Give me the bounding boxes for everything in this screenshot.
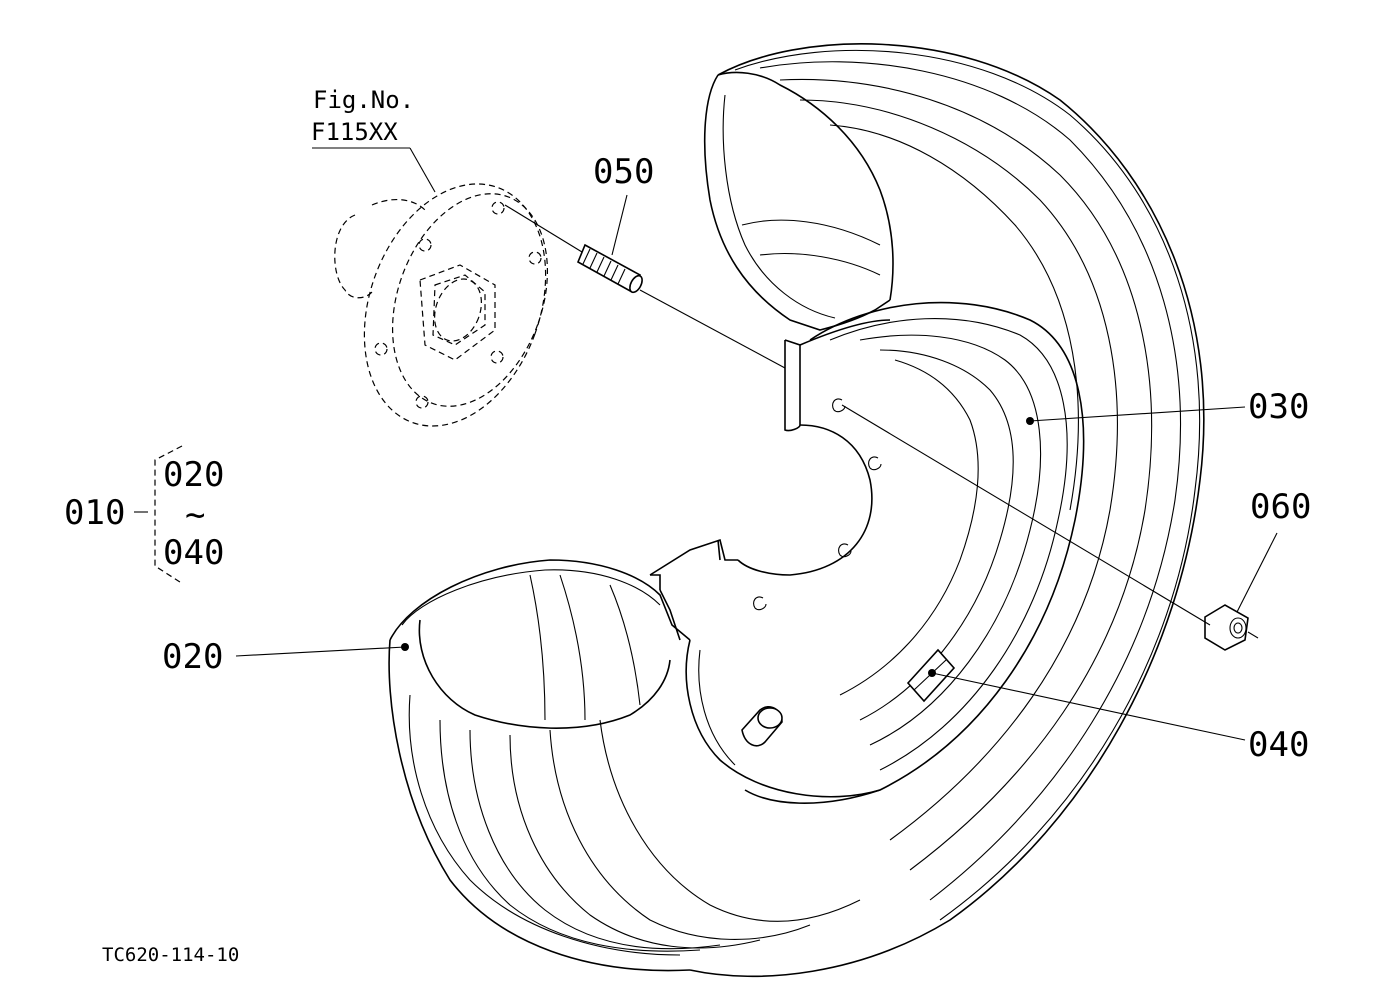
wheel-nut bbox=[1204, 604, 1249, 651]
valve-stem bbox=[741, 706, 783, 747]
drawing-code: TC620-114-10 bbox=[102, 944, 239, 966]
part-label-010[interactable]: 010 bbox=[64, 493, 125, 533]
fig-ref-line2: F115XX bbox=[311, 118, 398, 146]
hub-reference bbox=[312, 147, 549, 427]
assembly-range-to: 040 bbox=[163, 533, 224, 573]
tire-lower-section bbox=[388, 559, 881, 972]
assembly-range-from: 020 bbox=[163, 455, 224, 495]
part-label-020[interactable]: 020 bbox=[162, 637, 223, 677]
part-label-050[interactable]: 050 bbox=[593, 152, 654, 192]
assembly-range-symbol: ~ bbox=[185, 495, 205, 535]
tire-upper-section bbox=[689, 43, 1205, 978]
stud-bolt bbox=[576, 243, 643, 294]
part-label-040[interactable]: 040 bbox=[1248, 725, 1309, 765]
leader-lines bbox=[134, 194, 1278, 741]
fig-ref-line1: Fig.No. bbox=[313, 86, 414, 114]
part-label-030[interactable]: 030 bbox=[1248, 387, 1309, 427]
rim-disc bbox=[649, 301, 1085, 804]
assembly-axis-lines bbox=[504, 204, 1259, 639]
part-label-060[interactable]: 060 bbox=[1250, 487, 1311, 527]
